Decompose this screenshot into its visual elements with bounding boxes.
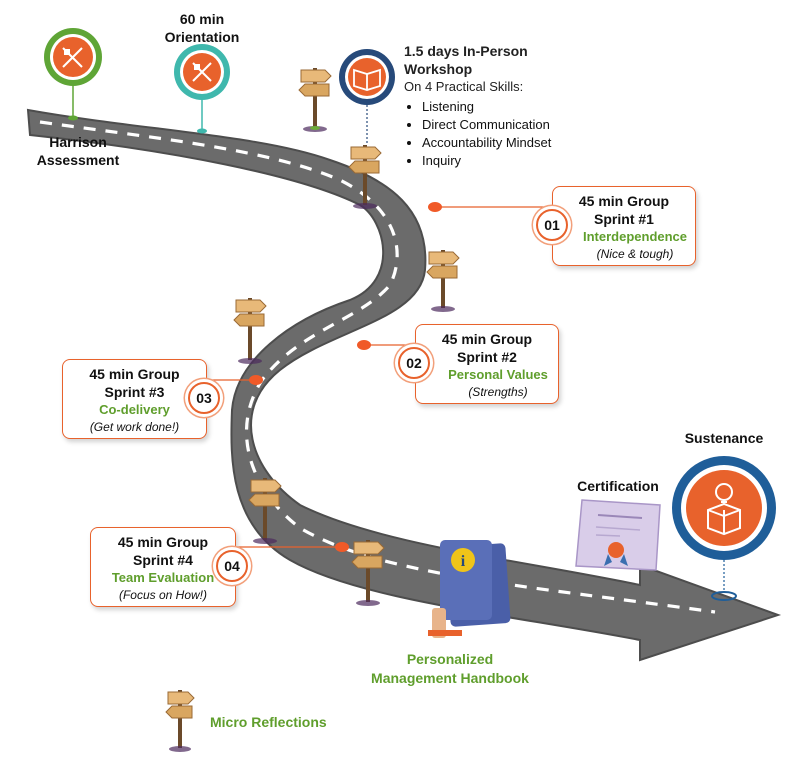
sprint-4-badge: 04 [216,550,248,582]
workshop-skill-list: Listening Direct Communication Accountab… [404,98,604,170]
gift-box-lightbulb-icon [707,483,741,536]
road-markers [249,202,442,552]
skill-item: Inquiry [422,152,604,170]
pencil-ruler-icon [192,62,212,82]
workshop-label: 1.5 days In-Person Workshop On 4 Practic… [404,42,604,170]
skill-item: Listening [422,98,604,116]
signpost-icon [426,250,460,312]
signpost-icon [248,478,282,544]
certification-label: Certification [577,478,659,494]
sprint-1-focus: Interdependence [582,229,688,244]
signposts [233,68,460,606]
winding-road [26,108,782,662]
sprint-4-line2: Sprint #4 [133,552,193,568]
workshop-title-line1: 1.5 days In-Person [404,43,528,59]
skill-item: Direct Communication [422,116,604,134]
sprint-1-badge: 01 [536,209,568,241]
orientation-label-line1: 60 min [179,11,225,27]
workshop-subtitle: On 4 Practical Skills: [404,79,524,94]
sprint-1-line2: Sprint #1 [594,211,654,227]
skill-item: Accountability Mindset [422,134,604,152]
signpost-icon [165,690,195,752]
sprint-2-line1: 45 min Group [441,331,533,347]
sprint-2-note: (Strengths) [468,385,528,399]
orientation-label: 60 min Orientation [150,10,254,46]
svg-text:i: i [461,553,466,570]
workshop-pin [339,49,395,145]
open-book-icon [353,68,381,91]
road-body [26,108,782,662]
sprint-2-badge: 02 [398,347,430,379]
sprint-1-box: 45 min Group Sprint #1 Interdependence (… [552,186,696,266]
certificate-icon [575,499,661,571]
sprint-2-box: 45 min Group Sprint #2 Personal Values (… [415,324,559,404]
harrison-label-line2: Assessment [36,152,120,168]
sprint-3-note: (Get work done!) [89,420,180,434]
orientation-label-line2: Orientation [164,29,240,45]
signpost-icon [233,298,267,364]
workshop-title-line2: Workshop [404,61,473,77]
sustenance-label: Sustenance [684,430,764,446]
pencil-ruler-icon [62,47,83,68]
sprint-1-note: (Nice & tough) [596,247,674,261]
harrison-label: Harrison Assessment [28,133,128,169]
sprint-2-line2: Sprint #2 [457,349,517,365]
sprint-4-line1: 45 min Group [117,534,209,550]
signpost-icon [348,145,382,209]
sustenance-pin [672,456,776,601]
road-center-line [39,120,716,614]
legend-label: Micro Reflections [210,714,327,730]
sprint-3-badge: 03 [188,382,220,414]
handbook-label-line1: Personalized [406,651,494,667]
sprint-4-box: 45 min Group Sprint #4 Team Evaluation (… [90,527,236,607]
sprint-3-box: 45 min Group Sprint #3 Co-delivery (Get … [62,359,207,439]
sprint-4-focus: Team Evaluation [111,570,215,585]
handbook-label-line2: Management Handbook [371,670,529,686]
sprint-3-focus: Co-delivery [99,402,170,417]
signpost-icon [351,540,385,606]
sprint-3-line2: Sprint #3 [104,384,165,400]
connectors [207,206,552,548]
signpost-icon [298,68,332,132]
orientation-pin [174,44,230,134]
harrison-pin [44,28,102,121]
sprint-1-line1: 45 min Group [578,193,670,209]
sprint-4-note: (Focus on How!) [118,588,208,602]
handbook-label: Personalized Management Handbook [360,650,540,688]
sprint-2-focus: Personal Values [448,367,548,382]
sprint-3-line1: 45 min Group [89,366,180,382]
handbook-info-icon: i [428,540,511,638]
harrison-label-line1: Harrison [49,134,107,150]
